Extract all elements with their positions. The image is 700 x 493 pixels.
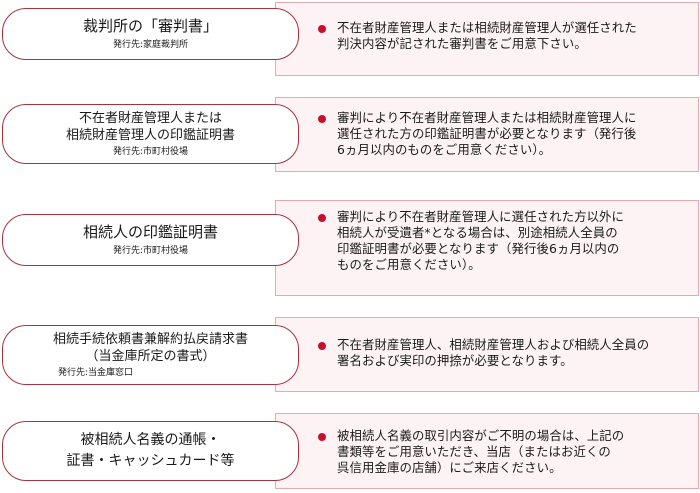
bullet-icon [318,214,326,222]
description-panel [275,200,699,296]
description-text: 審判により不在者財産管理人に選任された方以外に 相続人が受遺者*となる場合は、別… [337,209,625,272]
document-name-box: 不在者財産管理人または 相続財産管理人の印鑑証明書 発行先:市町村役場 [2,104,299,164]
document-name-box: 裁判所の「審判書」 発行先:家庭裁判所 [2,8,299,60]
description-text: 審判により不在者財産管理人または相続財産管理人に 選任された方の印鑑証明書が必要… [337,110,637,157]
document-title: 相続人の印鑑証明書 [82,223,218,241]
document-name-box: 相続手続依頼書兼解約払戻請求書 （当金庫所定の書式） 発行先:当金庫窓口 [2,325,299,385]
description-text: 不在者財産管理人または相続財産管理人が選任された 判決内容が記された審判書をご用… [337,20,637,51]
document-name-box: 被相続人名義の通帳・ 証書・キャッシュカード等 [2,421,299,481]
bullet-icon [318,115,326,123]
document-title-line-2: （当金庫所定の書式） [85,348,216,364]
document-title-line-2: 相続財産管理人の印鑑証明書 [65,127,235,143]
description-panel [275,317,699,392]
issuer-label: 発行先:市町村役場 [112,246,189,256]
document-title-line-1: 相続手続依頼書兼解約払戻請求書 [52,331,248,347]
bullet-icon [318,342,326,350]
description-text: 被相続人名義の取引内容がご不明の場合は、上記の 書類等をご用意いただき、当店（ま… [337,428,625,475]
bullet-icon [318,433,326,441]
document-title-line-1: 被相続人名義の通帳・ [80,432,221,448]
description-panel [275,413,699,489]
bullet-icon [318,25,326,33]
issuer-label: 発行先:家庭裁判所 [112,40,189,50]
issuer-label: 発行先:当金庫窓口 [58,367,134,378]
description-panel [275,2,699,76]
issuer-label: 発行先:市町村役場 [112,146,189,157]
document-title-line-1: 不在者財産管理人または [78,110,222,126]
document-name-box: 相続人の印鑑証明書 発行先:市町村役場 [2,214,299,266]
description-panel [275,97,699,172]
document-title-line-2: 証書・キャッシュカード等 [66,453,235,469]
document-title: 裁判所の「審判書」 [82,17,218,35]
description-text: 不在者財産管理人、相続財産管理人および相続人全員の 署名および実印の押捺が必要と… [337,337,650,368]
